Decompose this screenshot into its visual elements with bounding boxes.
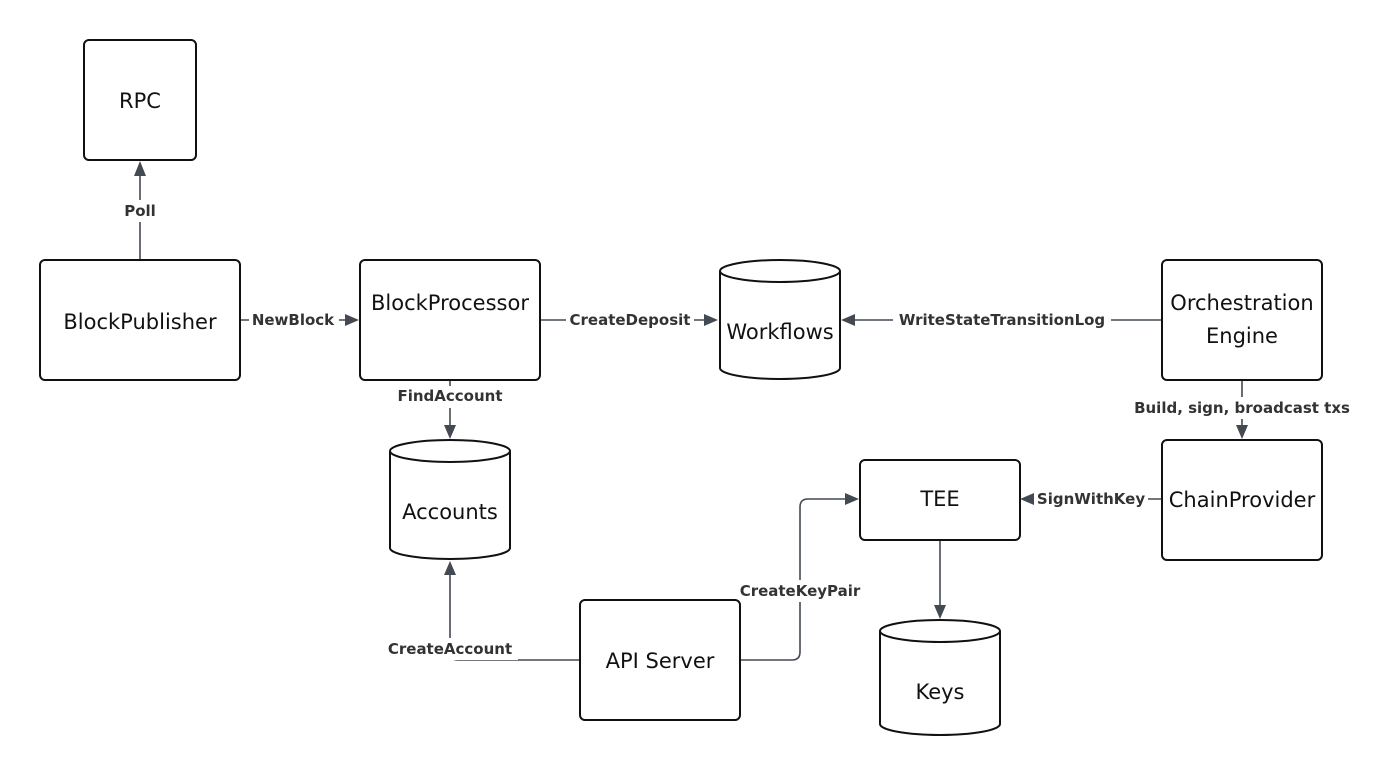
node-tee: TEE [859,459,1021,541]
edge-create-deposit: CreateDeposit [540,309,718,331]
node-label-block-publisher: BlockPublisher [63,310,217,334]
node-accounts: Accounts [389,439,511,560]
node-label-keys: Keys [915,680,964,704]
node-block-processor: BlockProcessor [359,259,541,381]
edge-poll: Poll [118,161,162,260]
edge-find-account: FindAccount [392,380,508,439]
node-label-tee: TEE [919,487,959,511]
node-label-api-server: API Server [606,649,715,673]
node-orchestration-engine: Orchestration Engine [1161,259,1323,381]
edge-sign-with-key: SignWithKey [1020,488,1162,510]
edge-build-sign-broadcast: Build, sign, broadcast txs [1130,380,1354,439]
node-label-workflows: Workflows [726,320,833,344]
node-keys: Keys [879,619,1001,736]
node-api-server: API Server [579,599,741,721]
edge-label-find-account: FindAccount [397,387,502,405]
node-block-publisher: BlockPublisher [39,259,241,381]
node-label-orchestration-line2: Engine [1206,324,1278,348]
edge-label-new-block: NewBlock [252,311,335,329]
edge-label-write-state: WriteStateTransitionLog [899,311,1105,329]
edge-label-create-key-pair: CreateKeyPair [740,582,861,600]
node-workflows: Workflows [719,259,841,380]
edge-create-account: CreateAccount [382,561,580,661]
edge-tee-keys [934,540,946,619]
edge-write-state-transition-log: WriteStateTransitionLog [841,309,1162,331]
node-chain-provider: ChainProvider [1161,439,1323,561]
edge-create-key-pair: CreateKeyPair [736,493,864,661]
edge-new-block: NewBlock [240,309,359,331]
edge-label-create-deposit: CreateDeposit [570,311,691,329]
node-label-accounts: Accounts [402,500,498,524]
edge-label-sign-with-key: SignWithKey [1037,490,1145,508]
edge-label-create-account: CreateAccount [388,640,512,658]
node-label-block-processor: BlockProcessor [371,291,529,315]
node-rpc: RPC [83,39,197,161]
edge-label-poll: Poll [124,202,156,220]
node-label-rpc: RPC [119,89,161,113]
edge-label-build-sign: Build, sign, broadcast txs [1134,399,1350,417]
node-label-chain-provider: ChainProvider [1169,488,1316,512]
node-label-orchestration-line1: Orchestration [1170,291,1313,315]
